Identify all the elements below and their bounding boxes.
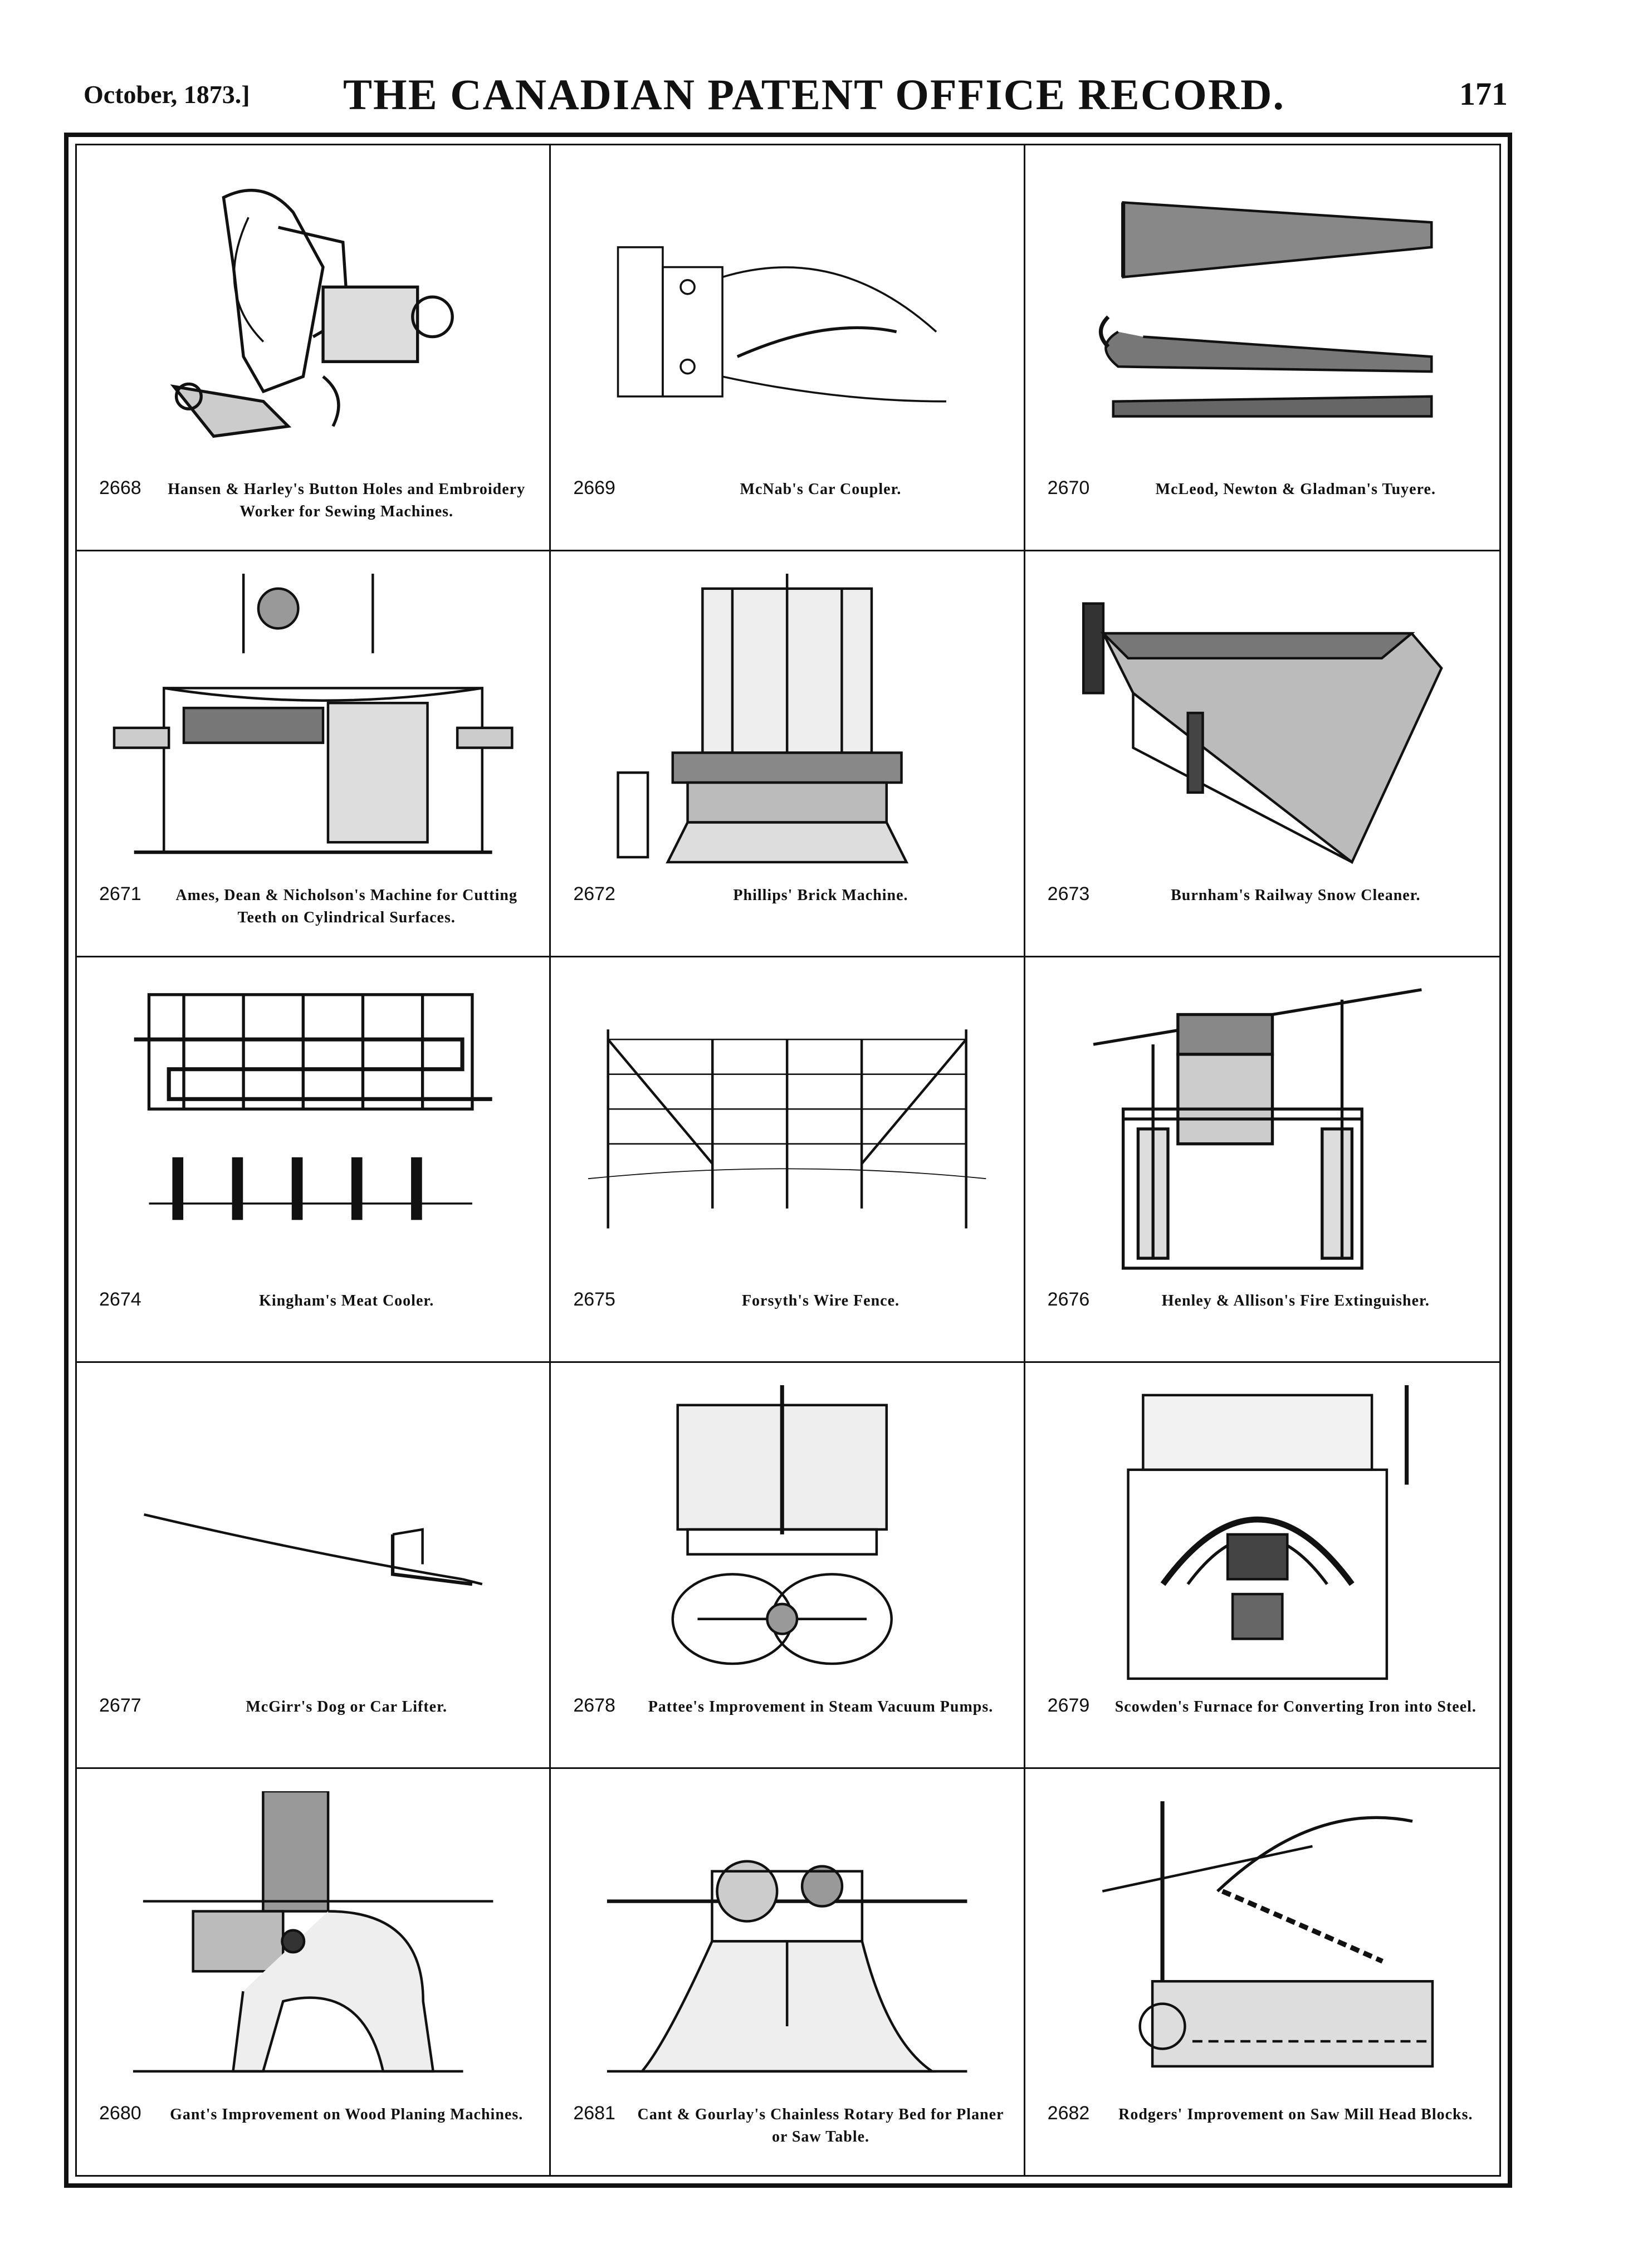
patent-number: 2674 bbox=[99, 1289, 141, 1311]
patent-number: 2679 bbox=[1047, 1695, 1090, 1717]
issue-date: October, 1873.] bbox=[84, 80, 250, 109]
patent-caption: 2681 Cant & Gourlay's Chainless Rotary B… bbox=[573, 2097, 1006, 2158]
patent-title: McGirr's Dog or Car Lifter. bbox=[246, 1698, 447, 1716]
patent-grid: 2668 Hansen & Harley's Button Holes and … bbox=[77, 145, 1499, 2175]
wire-fence-drawing bbox=[579, 980, 995, 1278]
head-blocks-drawing bbox=[1053, 1791, 1471, 2091]
patent-cell: 2681 Cant & Gourlay's Chainless Rotary B… bbox=[551, 1769, 1025, 2175]
rotary-bed-drawing bbox=[579, 1791, 995, 2091]
patent-title: Pattee's Improvement in Steam Vacuum Pum… bbox=[648, 1698, 994, 1716]
car-lifter-drawing bbox=[105, 1385, 521, 1684]
patent-title: Burnham's Railway Snow Cleaner. bbox=[1171, 886, 1421, 904]
brick-machine-drawing bbox=[579, 573, 995, 872]
furnace-drawing bbox=[1053, 1385, 1471, 1684]
patent-caption: 2674 Kingham's Meat Cooler. bbox=[99, 1283, 532, 1345]
patent-caption: 2675 Forsyth's Wire Fence. bbox=[573, 1283, 1006, 1345]
patent-cell: 2668 Hansen & Harley's Button Holes and … bbox=[77, 145, 551, 551]
patent-cell: 2677 McGirr's Dog or Car Lifter. bbox=[77, 1363, 551, 1770]
patent-title: McLeod, Newton & Gladman's Tuyere. bbox=[1155, 480, 1436, 498]
patent-cell: 2676 Henley & Allison's Fire Extinguishe… bbox=[1025, 957, 1499, 1363]
patent-title: Ames, Dean & Nicholson's Machine for Cut… bbox=[175, 886, 517, 926]
patent-cell: 2678 Pattee's Improvement in Steam Vacuu… bbox=[551, 1363, 1025, 1770]
snow-cleaner-drawing bbox=[1053, 574, 1471, 872]
patent-cell: 2679 Scowden's Furnace for Converting Ir… bbox=[1025, 1363, 1499, 1770]
patent-number: 2673 bbox=[1047, 883, 1090, 905]
patent-caption: 2670 McLeod, Newton & Gladman's Tuyere. bbox=[1048, 472, 1483, 533]
patent-cell: 2682 Rodgers' Improvement on Saw Mill He… bbox=[1025, 1769, 1499, 2175]
patent-number: 2676 bbox=[1047, 1289, 1090, 1311]
patent-caption: 2680 Gant's Improvement on Wood Planing … bbox=[99, 2097, 532, 2158]
patent-cell: 2672 Phillips' Brick Machine. bbox=[551, 551, 1025, 957]
patent-number: 2668 bbox=[99, 477, 141, 498]
fire-extinguisher-drawing bbox=[1053, 980, 1471, 1278]
patent-caption: 2671 Ames, Dean & Nicholson's Machine fo… bbox=[99, 878, 532, 939]
patent-cell: 2674 Kingham's Meat Cooler. bbox=[77, 957, 551, 1363]
patent-cell: 2669 McNab's Car Coupler. bbox=[551, 145, 1025, 551]
publication-title: THE CANADIAN PATENT OFFICE RECORD. bbox=[343, 70, 1285, 119]
patent-title: McNab's Car Coupler. bbox=[740, 480, 902, 498]
patent-number: 2680 bbox=[99, 2102, 141, 2124]
patent-number: 2672 bbox=[573, 883, 615, 905]
patent-title: Phillips' Brick Machine. bbox=[733, 886, 908, 904]
patent-title: Scowden's Furnace for Converting Iron in… bbox=[1114, 1698, 1477, 1716]
meat-cooler-drawing bbox=[105, 980, 521, 1278]
page-header: October, 1873.] THE CANADIAN PATENT OFFI… bbox=[0, 58, 1628, 120]
patent-number: 2675 bbox=[573, 1289, 615, 1311]
patent-plate-frame: 2668 Hansen & Harley's Button Holes and … bbox=[64, 133, 1512, 2188]
tuyere-drawing bbox=[1053, 168, 1471, 466]
patent-title: Gant's Improvement on Wood Planing Machi… bbox=[170, 2105, 524, 2123]
patent-caption: 2679 Scowden's Furnace for Converting Ir… bbox=[1048, 1689, 1483, 1751]
patent-caption: 2668 Hansen & Harley's Button Holes and … bbox=[99, 472, 532, 533]
patent-number: 2671 bbox=[99, 883, 141, 905]
vacuum-pump-drawing bbox=[579, 1385, 995, 1684]
patent-number: 2670 bbox=[1047, 477, 1090, 498]
patent-number: 2677 bbox=[99, 1695, 141, 1717]
sewing-mechanism-drawing bbox=[105, 168, 521, 466]
patent-caption: 2672 Phillips' Brick Machine. bbox=[573, 878, 1006, 939]
patent-title: Rodgers' Improvement on Saw Mill Head Bl… bbox=[1118, 2105, 1473, 2123]
patent-cell: 2680 Gant's Improvement on Wood Planing … bbox=[77, 1769, 551, 2175]
page-number: 171 bbox=[1459, 76, 1508, 112]
patent-title: Henley & Allison's Fire Extinguisher. bbox=[1161, 1292, 1430, 1310]
patent-title: Kingham's Meat Cooler. bbox=[259, 1292, 434, 1310]
patent-title: Forsyth's Wire Fence. bbox=[741, 1292, 900, 1310]
teeth-cutting-machine-drawing bbox=[105, 573, 521, 872]
planing-machine-drawing bbox=[105, 1791, 521, 2091]
patent-cell: 2673 Burnham's Railway Snow Cleaner. bbox=[1025, 551, 1499, 957]
patent-title: Cant & Gourlay's Chainless Rotary Bed fo… bbox=[637, 2105, 1004, 2145]
patent-number: 2681 bbox=[573, 2102, 615, 2124]
patent-title: Hansen & Harley's Button Holes and Embro… bbox=[168, 480, 526, 520]
patent-caption: 2676 Henley & Allison's Fire Extinguishe… bbox=[1048, 1283, 1483, 1345]
patent-number: 2669 bbox=[573, 477, 615, 498]
patent-caption: 2677 McGirr's Dog or Car Lifter. bbox=[99, 1689, 532, 1751]
patent-caption: 2669 McNab's Car Coupler. bbox=[573, 472, 1006, 533]
car-coupler-drawing bbox=[579, 168, 995, 466]
patent-cell: 2670 McLeod, Newton & Gladman's Tuyere. bbox=[1025, 145, 1499, 551]
patent-caption: 2682 Rodgers' Improvement on Saw Mill He… bbox=[1048, 2097, 1483, 2158]
patent-cell: 2671 Ames, Dean & Nicholson's Machine fo… bbox=[77, 551, 551, 957]
patent-number: 2678 bbox=[573, 1695, 615, 1717]
patent-cell: 2675 Forsyth's Wire Fence. bbox=[551, 957, 1025, 1363]
patent-caption: 2678 Pattee's Improvement in Steam Vacuu… bbox=[573, 1689, 1006, 1751]
patent-number: 2682 bbox=[1047, 2102, 1090, 2124]
patent-caption: 2673 Burnham's Railway Snow Cleaner. bbox=[1048, 878, 1483, 939]
